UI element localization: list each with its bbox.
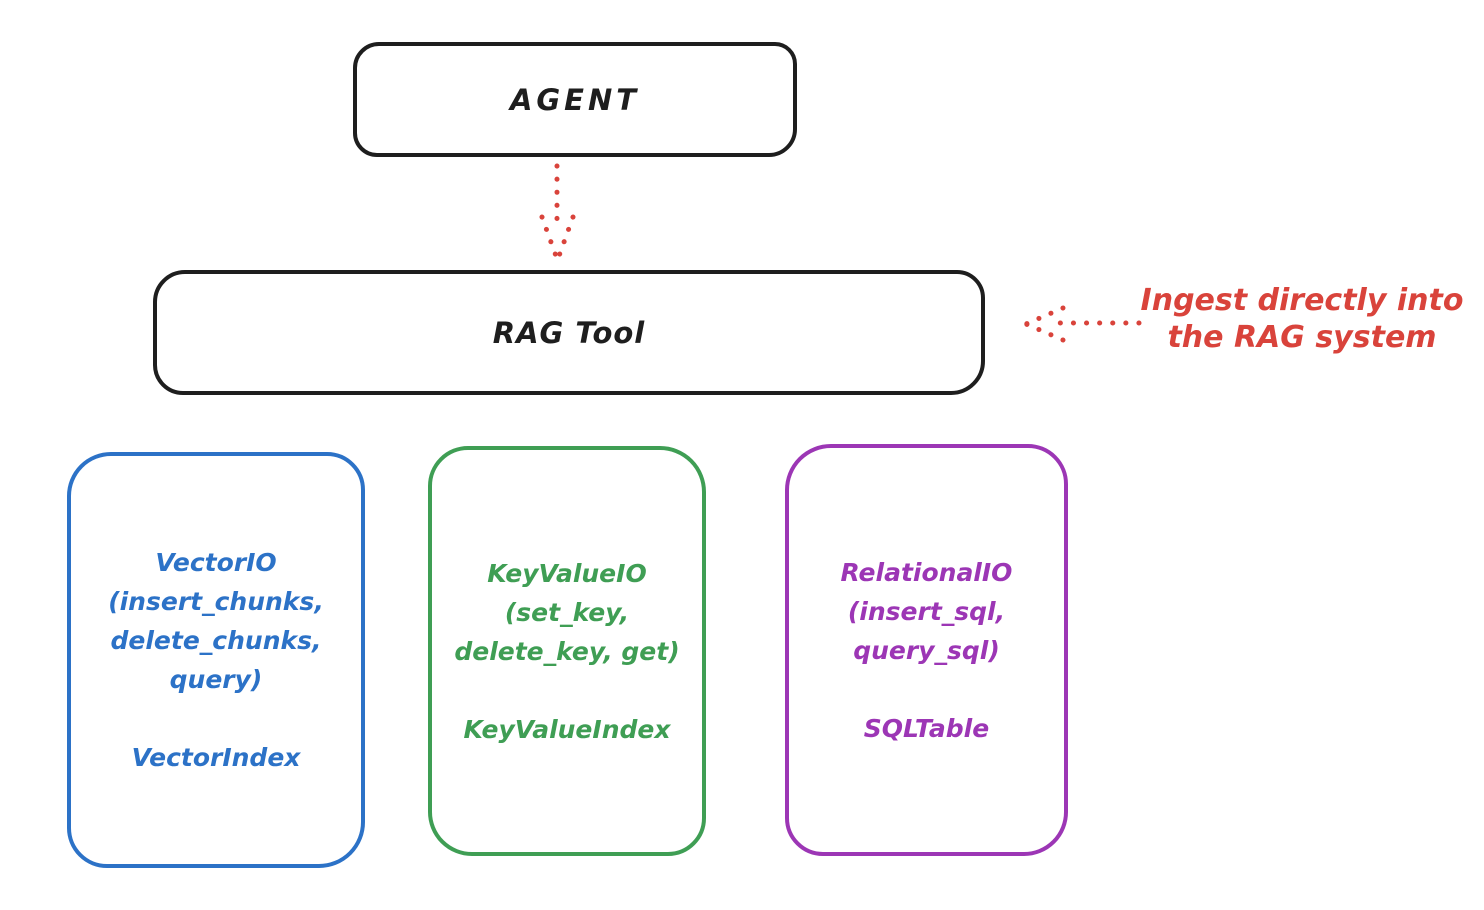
left-dotted-arrow-icon [1023, 305, 1142, 343]
key-value-index-label: KeyValueIndex [463, 714, 671, 744]
relational-io-label: RelationalIO (insert_sql, query_sql) [840, 557, 1013, 665]
ingest-annotation-line2: the RAG system [1167, 320, 1437, 355]
key-value-io-label: KeyValueIO (set_key, delete_key, get) [454, 558, 680, 666]
down-dotted-arrow-icon [539, 163, 576, 259]
agent-node: AGENT [353, 42, 797, 157]
key-value-io-node: KeyValueIO (set_key, delete_key, get) Ke… [428, 446, 706, 856]
vector-io-label: VectorIO (insert_chunks, delete_chunks, … [108, 548, 324, 694]
rag-tool-node-label: RAG Tool [492, 315, 646, 350]
agent-node-label: AGENT [509, 82, 641, 117]
vector-index-label: VectorIndex [131, 743, 301, 772]
sql-table-label: SQLTable [863, 713, 990, 743]
vector-io-node: VectorIO (insert_chunks, delete_chunks, … [67, 452, 365, 868]
ingest-annotation: Ingest directly into the RAG system [1122, 282, 1482, 356]
ingest-annotation-line1: Ingest directly into [1140, 283, 1464, 318]
relational-io-node: RelationalIO (insert_sql, query_sql) SQL… [785, 444, 1068, 856]
rag-tool-node: RAG Tool [153, 270, 985, 395]
